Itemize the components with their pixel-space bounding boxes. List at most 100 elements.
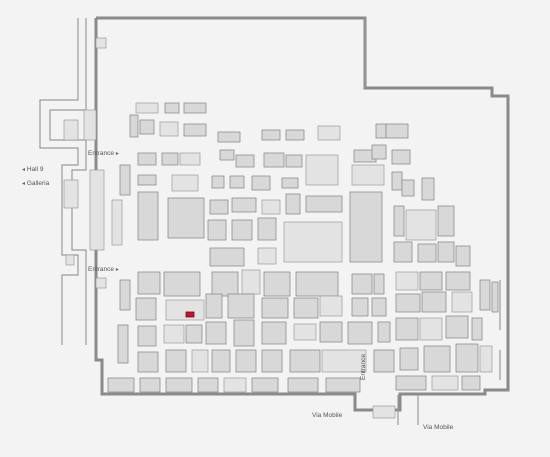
- exhibition-booth[interactable]: [347, 321, 373, 345]
- hall-nav-label[interactable]: ◂ Hall 9: [22, 166, 44, 173]
- exhibition-booth[interactable]: [455, 343, 479, 373]
- exhibition-booth[interactable]: [137, 174, 157, 186]
- exhibition-booth[interactable]: [207, 219, 227, 241]
- exhibition-booth[interactable]: [351, 297, 369, 317]
- exhibition-booth[interactable]: [351, 273, 373, 295]
- exhibition-booth[interactable]: [285, 193, 301, 215]
- exhibition-booth[interactable]: [209, 247, 245, 267]
- exhibition-booth[interactable]: [491, 281, 499, 313]
- exhibition-booth[interactable]: [231, 197, 257, 213]
- exhibition-booth[interactable]: [165, 299, 205, 321]
- exhibition-booth[interactable]: [391, 149, 411, 165]
- exhibition-booth[interactable]: [257, 217, 277, 241]
- exhibition-booth[interactable]: [349, 191, 383, 263]
- exhibition-booth[interactable]: [305, 195, 343, 213]
- exhibition-booth[interactable]: [261, 297, 289, 319]
- exhibition-booth[interactable]: [479, 279, 491, 311]
- exhibition-booth[interactable]: [263, 152, 285, 168]
- exhibition-booth[interactable]: [185, 324, 203, 344]
- exhibition-booth[interactable]: [421, 177, 435, 201]
- exhibition-booth[interactable]: [317, 125, 341, 141]
- exhibition-booth[interactable]: [211, 271, 239, 297]
- exhibition-booth[interactable]: [371, 144, 387, 160]
- exhibition-booth[interactable]: [163, 324, 185, 344]
- exhibition-booth[interactable]: [261, 129, 281, 141]
- exhibition-booth[interactable]: [119, 164, 131, 196]
- exhibition-booth[interactable]: [281, 177, 299, 189]
- exhibition-booth[interactable]: [305, 154, 339, 186]
- exhibition-booth[interactable]: [293, 297, 319, 319]
- exhibition-booth[interactable]: [445, 271, 471, 291]
- exhibition-booth[interactable]: [319, 295, 343, 317]
- exhibition-booth[interactable]: [223, 377, 247, 393]
- exhibition-booth[interactable]: [167, 197, 205, 239]
- exhibition-booth[interactable]: [471, 317, 483, 341]
- exhibition-booth[interactable]: [235, 154, 255, 168]
- exhibition-booth[interactable]: [371, 297, 387, 317]
- exhibition-booth[interactable]: [117, 324, 129, 364]
- exhibition-booth[interactable]: [233, 319, 255, 347]
- exhibition-booth[interactable]: [261, 349, 283, 373]
- exhibition-booth[interactable]: [231, 219, 253, 241]
- exhibition-booth[interactable]: [137, 351, 159, 373]
- exhibition-booth[interactable]: [395, 293, 421, 313]
- exhibition-booth[interactable]: [419, 317, 443, 341]
- exhibition-booth[interactable]: [197, 377, 219, 393]
- exhibition-booth[interactable]: [211, 349, 231, 373]
- exhibition-booth[interactable]: [289, 349, 321, 373]
- exhibition-booth[interactable]: [417, 243, 437, 263]
- exhibition-booth[interactable]: [285, 154, 303, 168]
- exhibition-booth[interactable]: [431, 375, 459, 391]
- exhibition-booth[interactable]: [421, 291, 447, 313]
- exhibition-booth[interactable]: [209, 199, 229, 215]
- exhibition-booth[interactable]: [129, 114, 139, 138]
- exhibition-booth[interactable]: [325, 377, 361, 393]
- exhibition-booth[interactable]: [419, 271, 443, 291]
- exhibition-booth[interactable]: [445, 315, 469, 339]
- galleria-nav-label[interactable]: ◂ Galleria: [22, 180, 50, 187]
- exhibition-booth[interactable]: [293, 323, 317, 341]
- exhibition-booth[interactable]: [351, 164, 385, 186]
- exhibition-booth[interactable]: [183, 102, 207, 114]
- highlighted-booth[interactable]: [185, 311, 195, 318]
- exhibition-booth[interactable]: [217, 131, 241, 143]
- exhibition-booth[interactable]: [393, 241, 413, 263]
- exhibition-booth[interactable]: [285, 129, 305, 141]
- exhibition-booth[interactable]: [227, 293, 255, 319]
- exhibition-booth[interactable]: [135, 297, 157, 321]
- exhibition-booth[interactable]: [423, 345, 451, 373]
- exhibition-booth[interactable]: [405, 209, 437, 241]
- exhibition-booth[interactable]: [451, 291, 473, 313]
- exhibition-booth[interactable]: [395, 317, 419, 341]
- exhibition-booth[interactable]: [257, 247, 277, 265]
- exhibition-booth[interactable]: [373, 349, 395, 373]
- exhibition-booth[interactable]: [319, 321, 343, 343]
- exhibition-booth[interactable]: [373, 273, 385, 295]
- exhibition-booth[interactable]: [399, 347, 419, 371]
- exhibition-booth[interactable]: [321, 349, 367, 373]
- exhibition-booth[interactable]: [263, 271, 291, 297]
- exhibition-booth[interactable]: [437, 241, 455, 263]
- exhibition-booth[interactable]: [437, 205, 455, 237]
- exhibition-booth[interactable]: [171, 174, 199, 192]
- exhibition-booth[interactable]: [385, 123, 409, 139]
- exhibition-booth[interactable]: [261, 321, 287, 345]
- exhibition-booth[interactable]: [261, 199, 281, 215]
- exhibition-booth[interactable]: [461, 375, 481, 391]
- exhibition-booth[interactable]: [139, 377, 161, 393]
- exhibition-booth[interactable]: [137, 191, 159, 241]
- exhibition-booth[interactable]: [183, 123, 207, 137]
- exhibition-booth[interactable]: [137, 152, 157, 166]
- exhibition-booth[interactable]: [375, 123, 387, 139]
- exhibition-booth[interactable]: [251, 175, 271, 191]
- exhibition-booth[interactable]: [241, 269, 261, 295]
- exhibition-booth[interactable]: [393, 205, 405, 237]
- exhibition-booth[interactable]: [391, 171, 403, 191]
- exhibition-booth[interactable]: [219, 149, 235, 161]
- exhibition-booth[interactable]: [107, 377, 135, 393]
- exhibition-booth[interactable]: [137, 325, 157, 347]
- exhibition-booth[interactable]: [111, 199, 123, 246]
- exhibition-booth[interactable]: [161, 152, 179, 166]
- exhibition-booth[interactable]: [283, 221, 343, 263]
- exhibition-booth[interactable]: [295, 271, 339, 297]
